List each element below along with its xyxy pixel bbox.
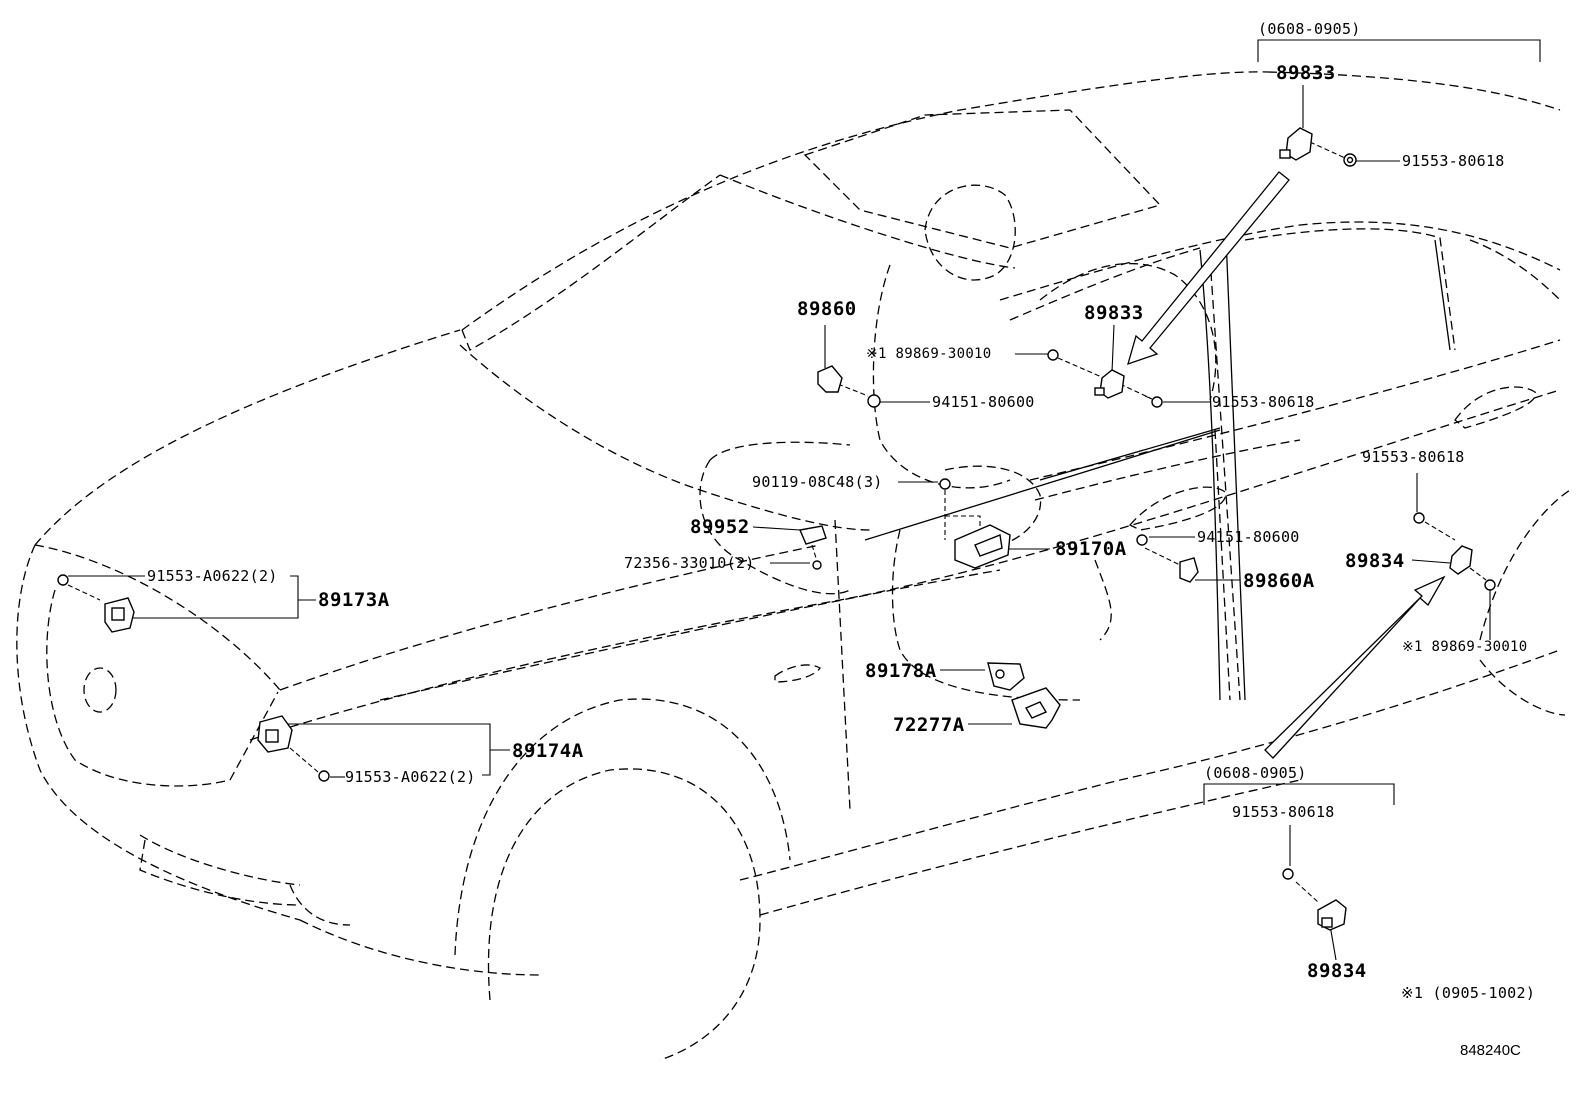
label-89860: 89860 <box>797 298 857 320</box>
label-91553-80618-mid: 91553-80618 <box>1212 393 1315 411</box>
label-89834-bottom: 89834 <box>1307 960 1367 982</box>
pointer-arrows <box>1127 171 1446 759</box>
label-89869-mid: ※1 89869-30010 <box>866 346 992 362</box>
sensor-89833-top-icon <box>1279 127 1313 161</box>
bolt-94151-right-icon <box>1136 534 1148 546</box>
bolt-bottom-icon <box>1282 868 1294 880</box>
label-89834-right: 89834 <box>1345 550 1405 572</box>
label-89952: 89952 <box>690 516 750 538</box>
bolt-90119-icon <box>939 478 951 490</box>
label-89174A: 89174A <box>512 740 584 762</box>
nut-89869-mid-icon <box>1047 349 1059 361</box>
label-72277A: 72277A <box>893 714 965 736</box>
sensor-89178A-icon <box>987 662 1025 691</box>
label-91553-80618-top: 91553-80618 <box>1402 152 1505 170</box>
bolt-a0622-bottom-icon <box>318 770 330 782</box>
label-89833-top: 89833 <box>1276 62 1336 84</box>
date-range-top: (0608-0905) <box>1258 20 1361 38</box>
date-brackets <box>1203 39 1541 805</box>
car-body-outline <box>16 71 1571 1061</box>
label-89869-right: ※1 89869-30010 <box>1402 639 1528 655</box>
bolt-top-icon <box>1343 153 1357 167</box>
leader-lines <box>67 85 1491 961</box>
door-seams <box>864 236 1451 701</box>
label-72356: 72356-33010(2) <box>624 554 755 572</box>
bolt-right-icon <box>1413 512 1425 524</box>
label-91553-80618-right: 91553-80618 <box>1362 448 1465 466</box>
label-90119: 90119-08C48(3) <box>752 473 883 491</box>
arrow-to-89834 <box>1264 575 1446 759</box>
sensor-89860A-icon <box>1179 557 1199 583</box>
sensor-89174A-icon <box>257 715 293 753</box>
sensor-89952-icon <box>799 525 827 545</box>
bolt-a0622-top-icon <box>57 574 69 586</box>
label-89173A: 89173A <box>318 589 390 611</box>
part-icons <box>57 127 1496 931</box>
label-89170A: 89170A <box>1055 538 1127 560</box>
footnote: ※1 (0905-1002) <box>1401 984 1536 1002</box>
bolt-89860-icon <box>867 394 881 408</box>
date-range-bottom: (0608-0905) <box>1204 764 1307 782</box>
sensor-89834-right-icon <box>1449 545 1473 575</box>
label-91553-a0622-bottom: 91553-A0622(2) <box>345 768 476 786</box>
clip-72356-icon <box>812 560 822 570</box>
label-89833-mid: 89833 <box>1084 302 1144 324</box>
sensor-89833-mid-icon <box>1094 369 1125 399</box>
label-94151-80600-right: 94151-80600 <box>1197 528 1300 546</box>
label-91553-a0622-top: 91553-A0622(2) <box>147 567 278 585</box>
nut-89869-right-icon <box>1484 579 1496 591</box>
arrow-to-89833 <box>1127 171 1290 366</box>
label-94151-80600-left: 94151-80600 <box>932 393 1035 411</box>
label-89860A: 89860A <box>1243 570 1315 592</box>
label-89178A: 89178A <box>865 660 937 682</box>
diagram-ref-code: 848240C <box>1460 1042 1521 1059</box>
sensor-89860-icon <box>817 365 843 393</box>
label-91553-80618-bottom: 91553-80618 <box>1232 803 1335 821</box>
bracket-72277A-icon <box>1011 687 1061 729</box>
ecu-89170A-icon <box>954 524 1011 569</box>
bolt-mid-icon <box>1144 395 1163 408</box>
sensor-89834-bottom-icon <box>1317 899 1347 931</box>
sensor-89173A-icon <box>104 597 135 633</box>
